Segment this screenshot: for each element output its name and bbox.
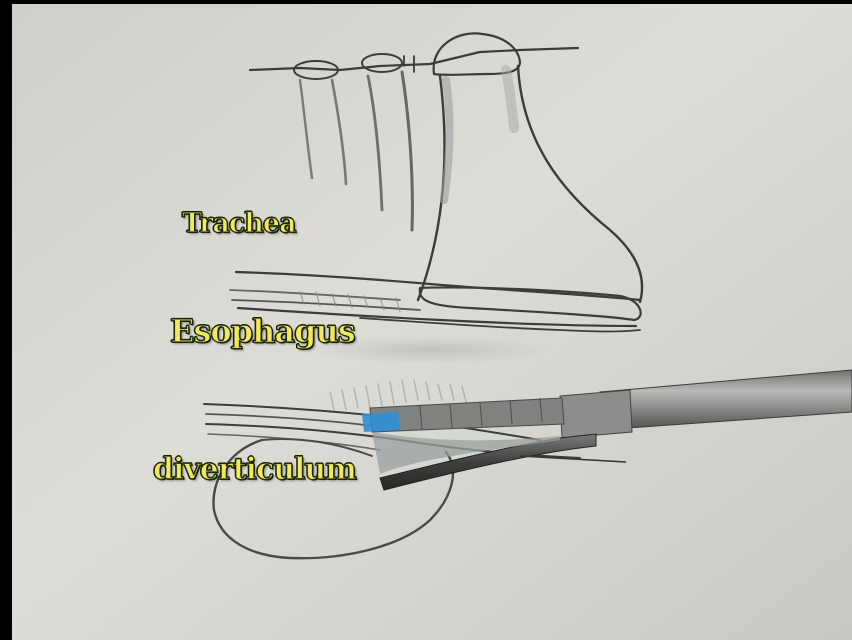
label-esophagus: Esophagus	[170, 315, 355, 347]
stapler-blue-cartridge	[362, 412, 400, 432]
label-diverticulum: diverticulum	[153, 455, 356, 485]
stapler-collar	[560, 390, 632, 438]
label-trachea: Trachea	[182, 210, 296, 237]
